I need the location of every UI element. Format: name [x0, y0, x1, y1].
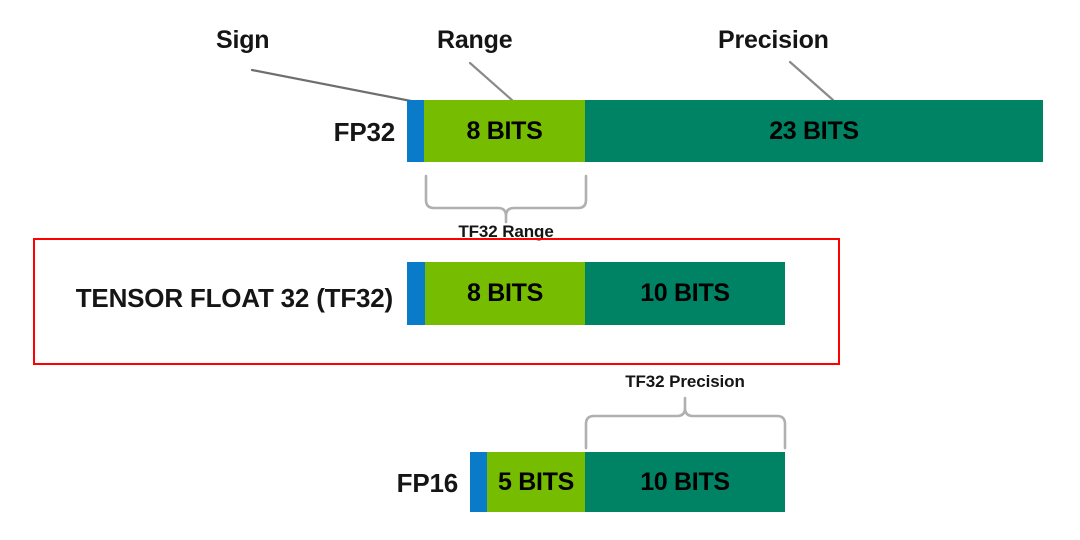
- fp32-range-segment: 8 BITS: [424, 100, 585, 162]
- brace-label-tf32-range: TF32 Range: [458, 222, 554, 241]
- sign-leader-line: [250, 68, 413, 103]
- tf32-precision-segment: 10 BITS: [585, 262, 785, 325]
- fp16-sign-segment: [470, 452, 487, 512]
- bit-bar-tf32: 8 BITS 10 BITS: [407, 262, 785, 325]
- fp32-sign-segment: [407, 100, 424, 162]
- row-label-fp16: FP16: [396, 468, 459, 498]
- fp32-precision-label: 23 BITS: [769, 116, 859, 145]
- fp32-range-label: 8 BITS: [466, 116, 543, 145]
- tf32-range-label: 8 BITS: [467, 279, 543, 307]
- row-label-fp32: FP32: [333, 117, 396, 147]
- fp32-precision-segment: 23 BITS: [585, 100, 1043, 162]
- tf32-sign-segment: [407, 262, 425, 325]
- row-label-tf32: TENSOR FLOAT 32 (TF32): [75, 283, 393, 313]
- tf32-precision-brace: [584, 396, 787, 450]
- brace-label-tf32-precision: TF32 Precision: [625, 372, 745, 391]
- tf32-precision-label: 10 BITS: [640, 279, 730, 307]
- tf32-highlight-box: [33, 238, 840, 365]
- fp16-range-label: 5 BITS: [498, 467, 574, 496]
- fp16-range-segment: 5 BITS: [487, 452, 585, 512]
- fp16-precision-segment: 10 BITS: [585, 452, 785, 512]
- tf32-range-segment: 8 BITS: [425, 262, 585, 325]
- bit-bar-fp16: 5 BITS 10 BITS: [470, 452, 785, 512]
- callout-precision: Precision: [718, 26, 829, 54]
- bit-bar-fp32: 8 BITS 23 BITS: [407, 100, 1043, 162]
- precision-leader-line: [788, 60, 835, 102]
- range-leader-line: [468, 61, 515, 103]
- fp16-precision-label: 10 BITS: [640, 467, 730, 496]
- callout-sign: Sign: [216, 26, 270, 54]
- callout-range: Range: [437, 26, 513, 54]
- tf32-range-brace: [424, 174, 588, 224]
